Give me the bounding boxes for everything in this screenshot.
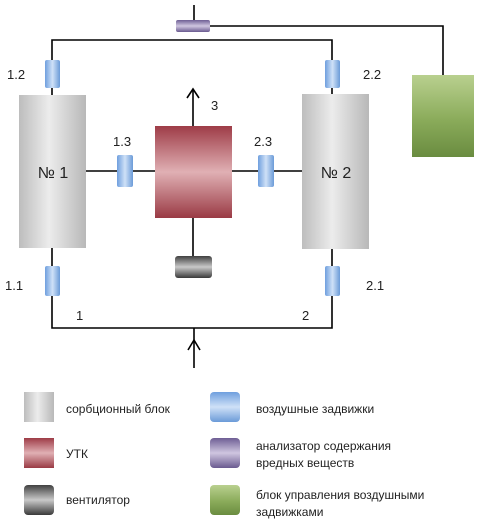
legend-swatch-valves [210,392,240,422]
fan-unit [175,256,212,278]
label-valve-2-1: 2.1 [366,278,384,293]
label-outlet: 3 [211,98,218,113]
legend-label-utk: УТК [66,447,88,461]
legend-swatch-analyzer [210,438,240,468]
valve-2-3 [258,155,274,187]
label-line-1: 1 [76,308,83,323]
legend-label-analyzer-2: вредных веществ [256,456,354,470]
label-valve-2-2: 2.2 [363,67,381,82]
legend-label-fan: вентилятор [66,493,130,507]
label-valve-2-3: 2.3 [254,134,272,149]
sorption-block-1 [19,95,86,248]
legend-swatch-sorption [24,392,54,422]
sorption-block-2-label: № 2 [321,165,352,182]
legend-label-sorption: сорбционный блок [66,402,171,416]
valve-2-2 [325,60,340,88]
legend-label-control-2: задвижками [256,505,323,519]
top-duct [51,39,333,95]
legend-label-control-1: блок управления воздушными [256,488,424,502]
valve-control-block [412,75,474,157]
legend-label-analyzer-1: анализатор содержания [256,439,391,453]
connection-lines [51,5,444,368]
analyzer-line [210,25,444,75]
analyzer-unit [176,20,210,32]
legend-swatch-fan [24,485,54,515]
label-valve-1-3: 1.3 [113,134,131,149]
utk-unit [155,126,232,218]
valve-1-1 [45,266,60,296]
label-valve-1-2: 1.2 [7,67,25,82]
label-line-2: 2 [302,308,309,323]
label-valve-1-1: 1.1 [5,278,23,293]
legend-label-valves: воздушные задвижки [256,402,374,416]
legend-swatch-utk [24,438,54,468]
legend-swatch-control [210,485,240,515]
valve-1-3 [117,155,133,187]
inlet-arrow-icon [187,338,201,351]
outlet-arrow-icon [186,87,200,99]
legend: сорбционный блок УТК вентилятор воздушны… [24,392,424,519]
valve-1-2 [45,60,60,88]
valve-2-1 [325,266,340,296]
sorption-block-1-label: № 1 [38,165,69,182]
sorption-block-2 [302,94,369,249]
